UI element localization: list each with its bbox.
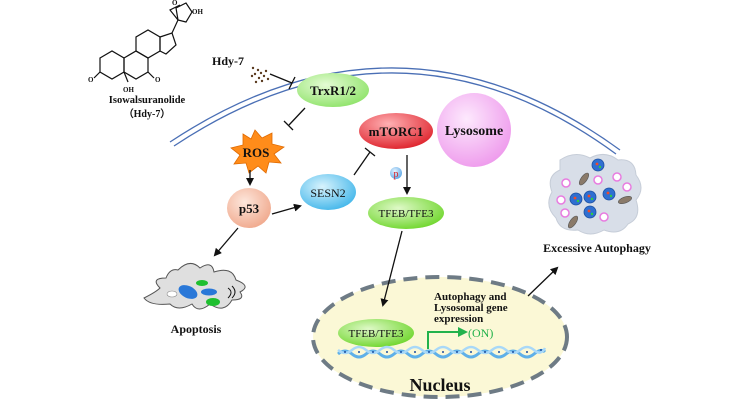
- tfeb-nucleus-label: TFEB/TFE3: [348, 328, 404, 340]
- nucleus-label: Nucleus: [409, 375, 470, 395]
- gene-text-line2: Lysosomal gene: [434, 302, 508, 314]
- inhibit-trxr-ros: [283, 107, 306, 131]
- phospho-label: p: [394, 169, 399, 180]
- dna-strand-icon: [337, 345, 547, 359]
- p53-label: p53: [239, 201, 260, 216]
- node-sesn2: [300, 174, 356, 210]
- on-label: (ON): [468, 326, 493, 340]
- node-trxr: [297, 73, 369, 107]
- compound-group-o2: O: [155, 76, 161, 84]
- transcription-arrow: [427, 327, 468, 349]
- cell-membrane: [169, 67, 621, 155]
- mtorc1-label: mTORC1: [369, 124, 424, 139]
- sesn2-label: SESN2: [310, 186, 345, 200]
- arrow-p53-apoptosis: [213, 227, 239, 257]
- apoptotic-cell-icon: [143, 263, 246, 310]
- trxr-label: TrxR1/2: [310, 83, 356, 98]
- node-mtorc1: [359, 113, 433, 149]
- autophagic-cell-icon: [548, 154, 642, 235]
- compound-group-oh2: OH: [192, 8, 203, 16]
- compound-abbrev: （Hdy-7）: [124, 107, 171, 120]
- compound-group-o1: O: [88, 76, 94, 84]
- compound-group-o3: O: [172, 0, 178, 7]
- compound-group-oh: OH: [123, 86, 134, 94]
- arrow-nucleus-autophagy: [527, 266, 559, 297]
- compound-structure: [93, 2, 193, 83]
- autophagy-label: Excessive Autophagy: [543, 241, 651, 255]
- node-tfeb-cytoplasm: [368, 197, 444, 229]
- ros-label: ROS: [243, 145, 270, 160]
- node-tfeb-nucleus: [338, 319, 414, 347]
- compound-name: Isowalsuranolide: [109, 95, 186, 106]
- nucleus: [311, 275, 569, 399]
- arrow-tfeb-nucleus: [380, 230, 403, 307]
- lysosome-label: Lysosome: [445, 124, 503, 139]
- node-ros: [230, 129, 285, 174]
- node-p53: [227, 188, 271, 228]
- gene-text-line3: expression: [434, 313, 483, 325]
- apoptosis-label: Apoptosis: [171, 322, 222, 336]
- drug-particles: [250, 66, 270, 84]
- drug-label: Hdy-7: [212, 54, 244, 68]
- node-lysosome: [437, 93, 511, 167]
- inhibit-sesn2-mtorc1: [353, 147, 376, 176]
- gene-text-line1: Autophagy and: [434, 291, 506, 303]
- tfeb-cytoplasm-label: TFEB/TFE3: [378, 208, 434, 220]
- arrow-p53-sesn2: [271, 203, 302, 215]
- phospho-icon: [390, 167, 402, 179]
- inhibit-hdy7-trxr: [269, 73, 296, 90]
